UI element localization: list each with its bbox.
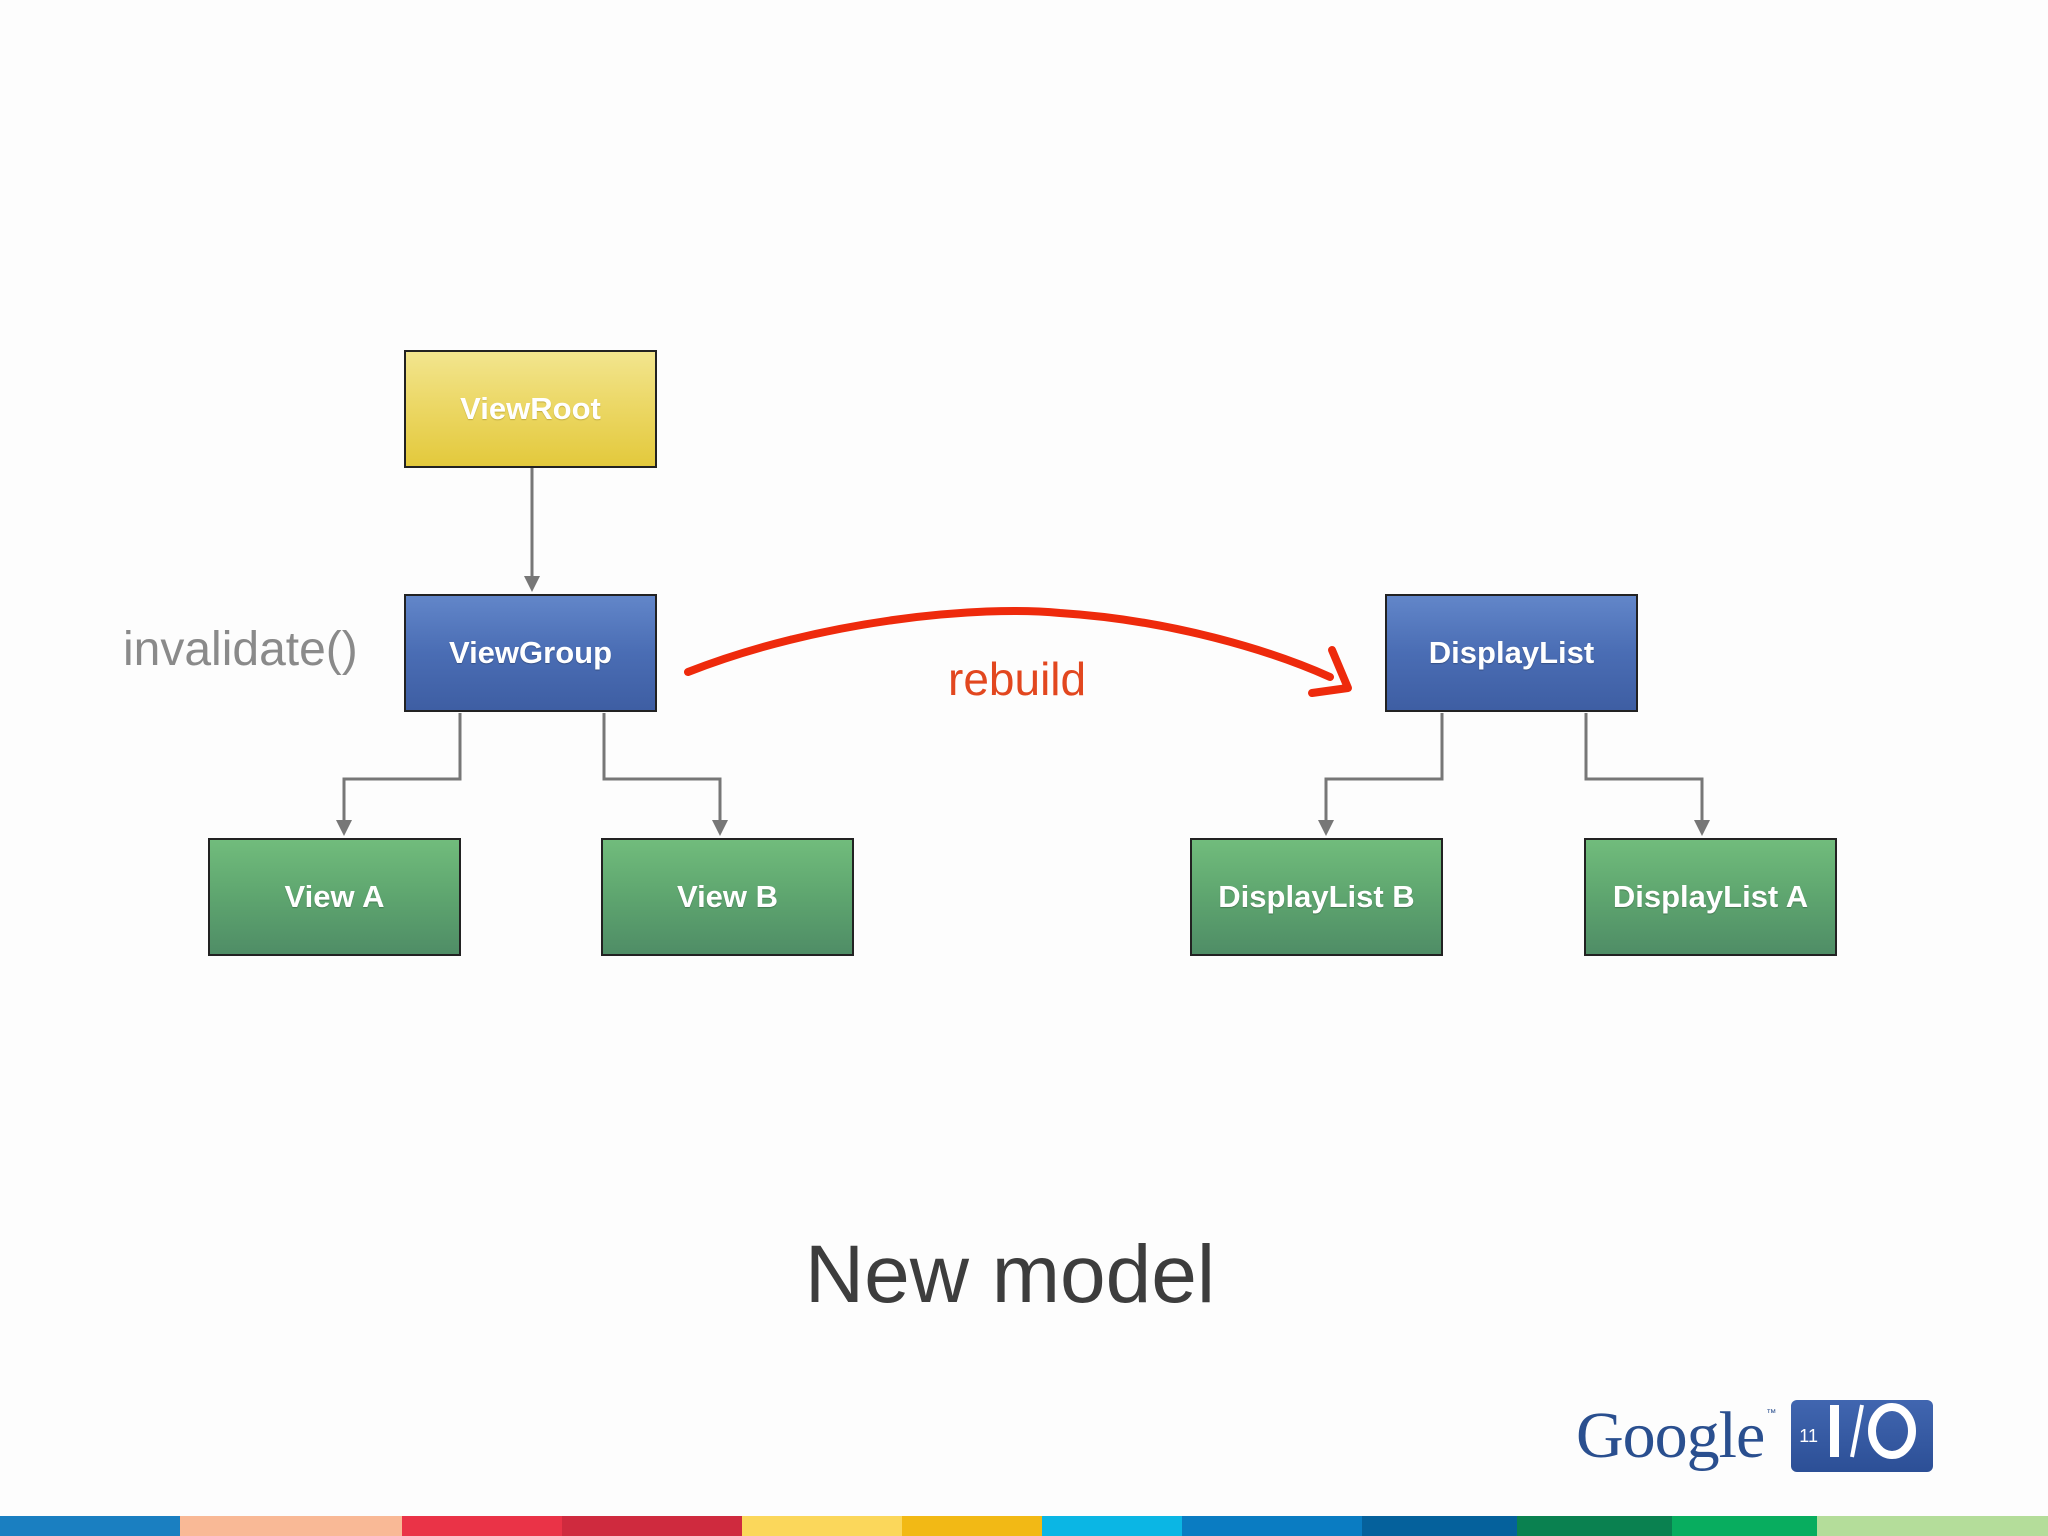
footer-stripe-segment	[0, 1516, 180, 1536]
node-view-a: View A	[208, 838, 461, 956]
node-view-b: View B	[601, 838, 854, 956]
rebuild-label: rebuild	[948, 653, 1087, 705]
footer-stripe-segment	[1517, 1516, 1672, 1536]
slide-title: New model	[804, 1229, 1216, 1320]
footer-stripe-segment	[1042, 1516, 1182, 1536]
connector-viewroot-to-viewgroup	[524, 468, 540, 592]
trademark-symbol: ™	[1766, 1408, 1776, 1419]
footer-color-stripe	[0, 1516, 2048, 1536]
connector-viewgroup-to-view-a	[336, 713, 462, 836]
node-displaylist: DisplayList	[1385, 594, 1638, 712]
connector-displaylist-to-displaylist-a	[1584, 713, 1710, 836]
connector-displaylist-to-displaylist-b	[1318, 713, 1444, 836]
node-displaylist-a: DisplayList A	[1584, 838, 1837, 956]
connector-viewgroup-to-view-b	[602, 713, 728, 836]
footer-stripe-segment	[902, 1516, 1042, 1536]
node-displaylist-b: DisplayList B	[1190, 838, 1443, 956]
node-viewroot: ViewRoot	[404, 350, 657, 468]
footer-stripe-segment	[180, 1516, 402, 1536]
node-viewgroup: ViewGroup	[404, 594, 657, 712]
io-letters-icon	[1828, 1403, 1920, 1469]
footer-stripe-segment	[742, 1516, 902, 1536]
rebuild-arrow	[684, 606, 1352, 697]
footer-stripe-segment	[1672, 1516, 1817, 1536]
footer-stripe-segment	[402, 1516, 562, 1536]
footer-stripe-segment	[1817, 1516, 2048, 1536]
footer-stripe-segment	[562, 1516, 742, 1536]
io-badge: 11	[1791, 1400, 1934, 1472]
invalidate-label: invalidate()	[123, 623, 358, 676]
google-wordmark-text: Google	[1576, 1399, 1765, 1472]
footer-stripe-segment	[1362, 1516, 1517, 1536]
footer-stripe-segment	[1182, 1516, 1362, 1536]
io-year: 11	[1799, 1425, 1818, 1446]
